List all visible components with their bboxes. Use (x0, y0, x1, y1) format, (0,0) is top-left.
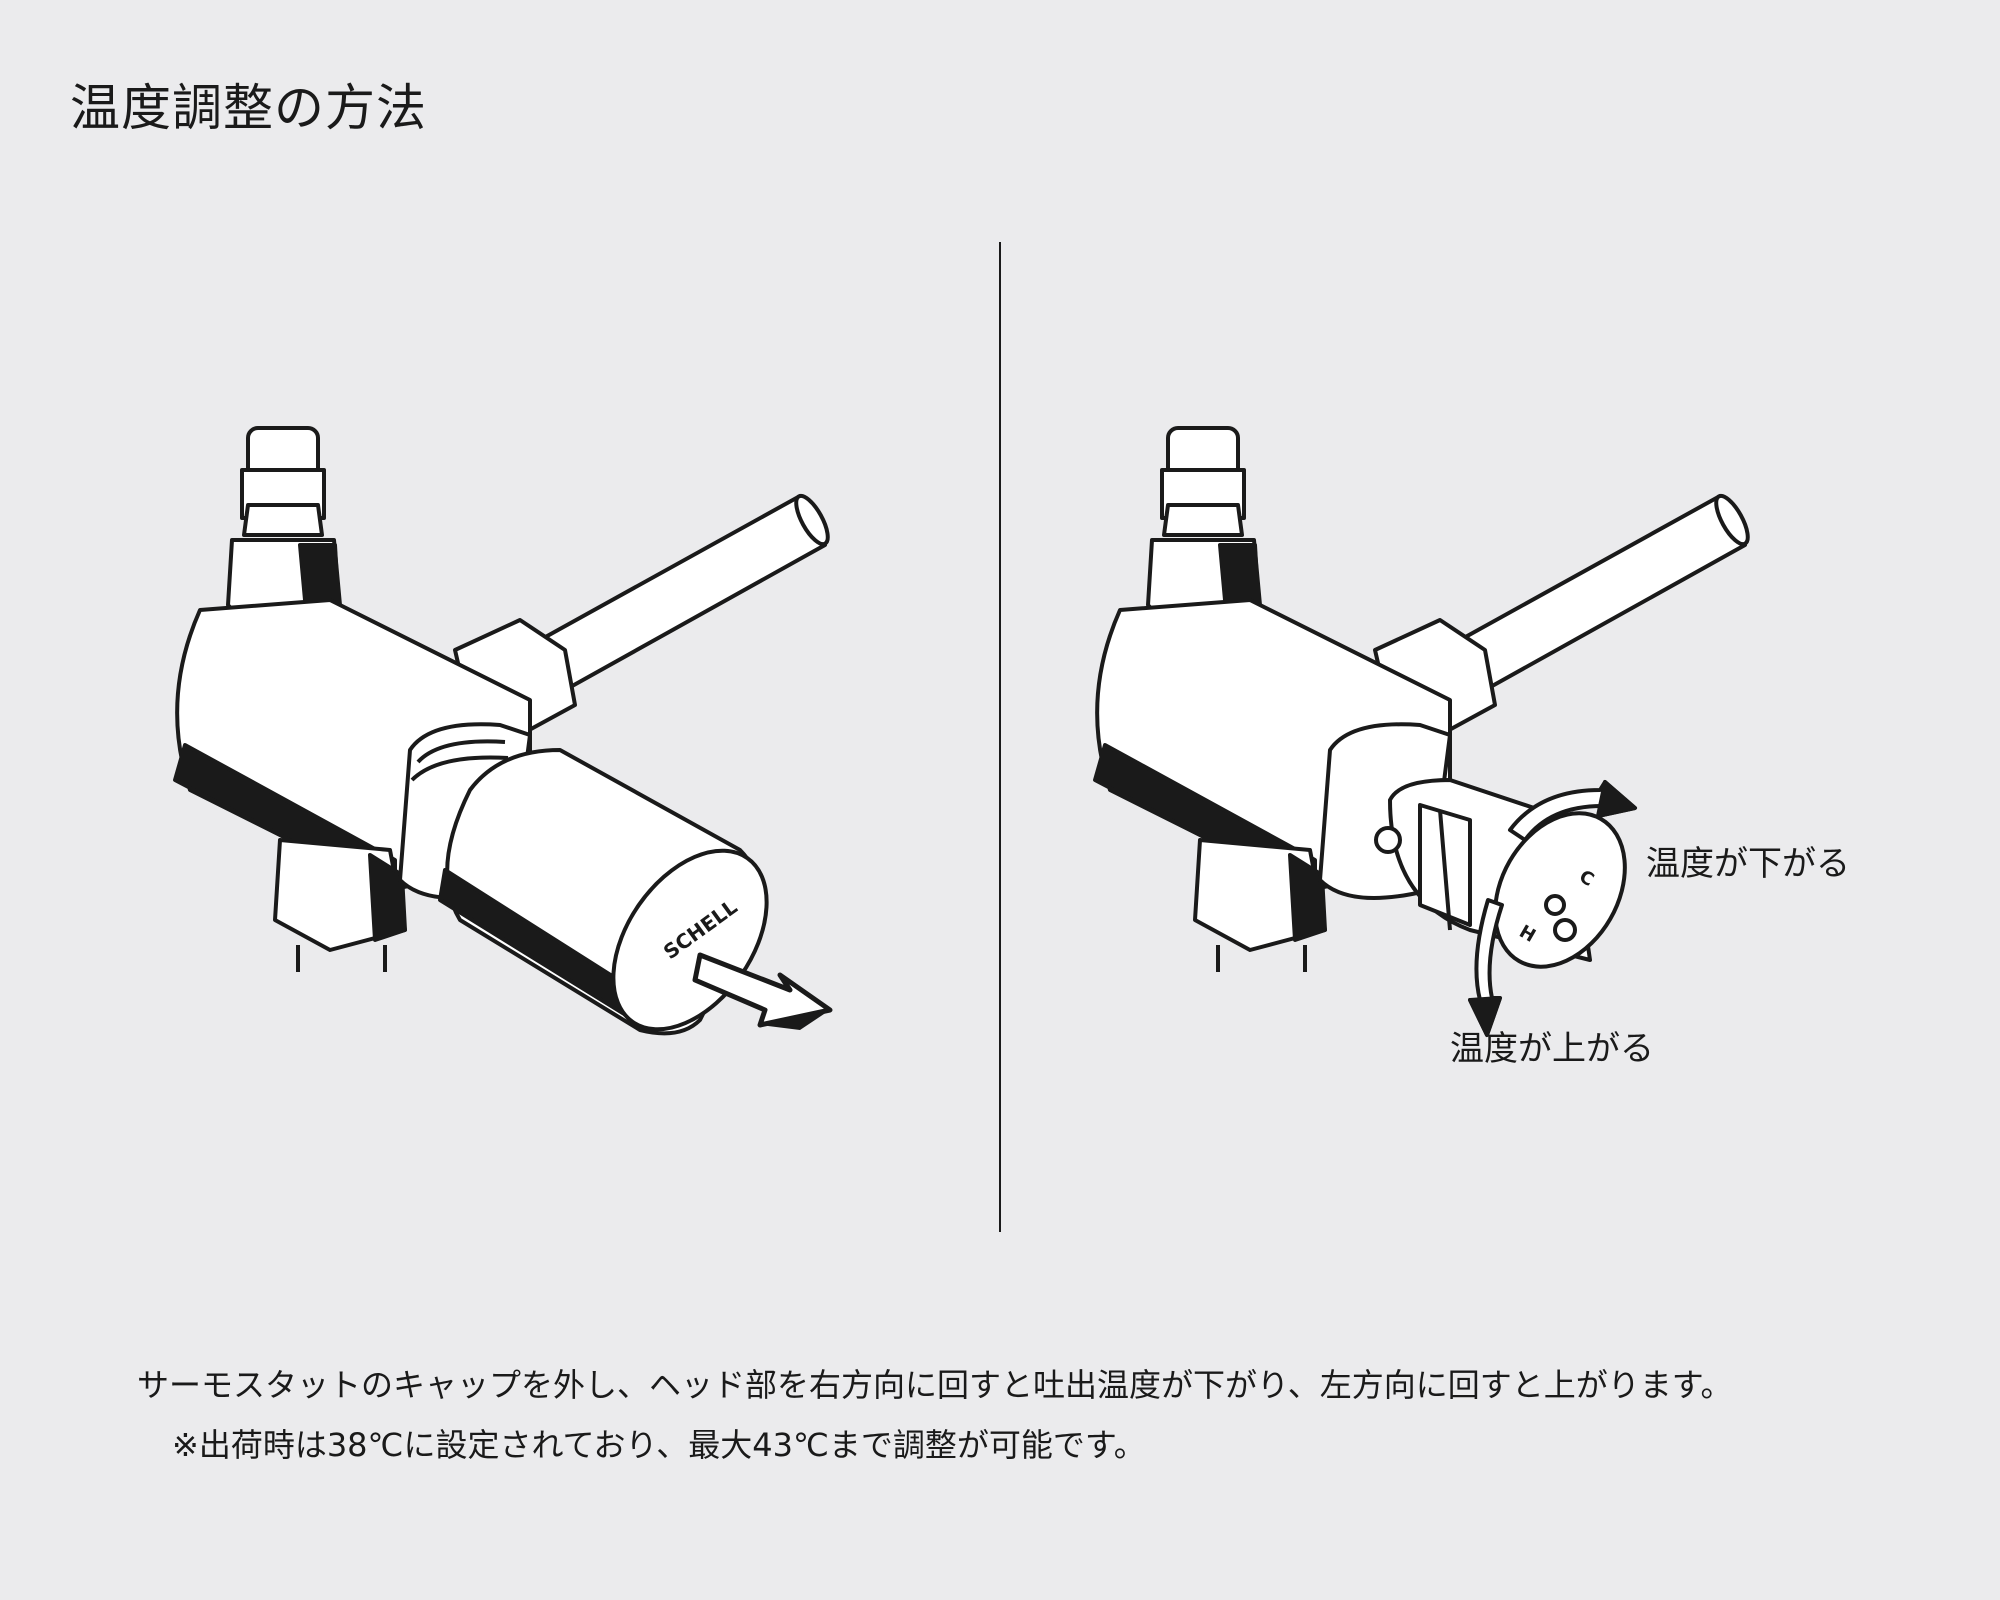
label-temp-down: 温度が下がる (1646, 844, 1850, 884)
caption-line-2: ※出荷時は38℃に設定されており、最大43℃まで調整が可能です。 (172, 1426, 1146, 1464)
page-title: 温度調整の方法 (70, 79, 427, 137)
panel-divider (999, 242, 1001, 1232)
right-valve-illustration: H C (1093, 426, 1750, 1037)
caption-line-1: サーモスタットのキャップを外し、ヘッド部を右方向に回すと吐出温度が下がり、左方向… (137, 1366, 1733, 1404)
outlet-pipe-right (1458, 494, 1747, 692)
left-valve-illustration: SCHELL (173, 426, 833, 1036)
set-screw (1374, 826, 1402, 854)
dial-face (1493, 811, 1627, 969)
label-temp-up: 温度が上がる (1450, 1029, 1654, 1069)
